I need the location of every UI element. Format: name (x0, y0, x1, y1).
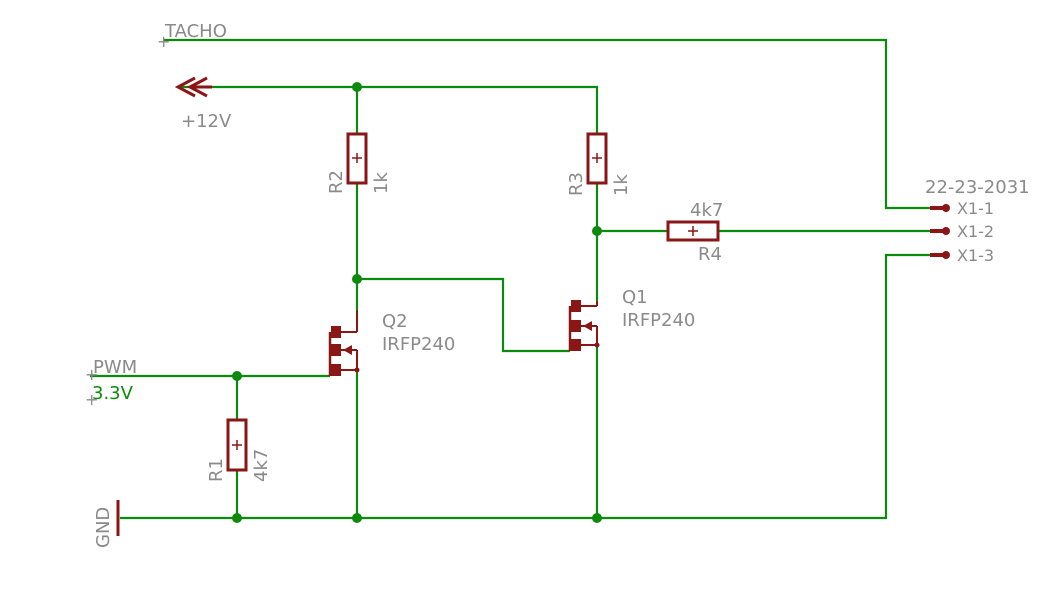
pwm-label: PWM (93, 357, 137, 378)
connector-x1 (930, 204, 950, 259)
connector-pin-1: X1-1 (957, 199, 994, 218)
junctions (232, 82, 602, 523)
junction-q2-drain (352, 274, 362, 284)
tacho-label: TACHO (164, 21, 227, 42)
junction-gnd-q2 (352, 513, 362, 523)
resistor-r4 (666, 220, 720, 242)
connector-pin-2: X1-2 (957, 222, 994, 241)
wires (90, 38, 930, 520)
pwm-level-origin-cross: + (85, 390, 98, 409)
r3-name: R3 (566, 172, 587, 196)
ground-label: GND (93, 507, 114, 548)
r2-name: R2 (326, 170, 347, 194)
junction-r2-top (352, 82, 362, 92)
r4-name: R4 (698, 244, 722, 265)
wire-tacho (163, 38, 930, 210)
junction-gnd-q1 (592, 513, 602, 523)
resistor-r2 (346, 132, 368, 185)
wire-q2-drain-to-q1-gate (357, 277, 570, 353)
pwm-level-label: 3.3V (92, 383, 134, 404)
mosfet-q1 (568, 300, 600, 351)
r4-value: 4k7 (690, 200, 723, 221)
r2-value: 1k (371, 172, 392, 194)
r1-value: 4k7 (251, 449, 272, 482)
resistor-r3 (586, 132, 608, 185)
junction-r4-node (592, 226, 602, 236)
mosfet-q2 (328, 310, 360, 376)
r3-value: 1k (611, 174, 632, 196)
resistor-r1 (226, 418, 248, 472)
q1-name: Q1 (622, 287, 648, 308)
tacho-origin-cross: + (157, 32, 170, 51)
connector-pin-3: X1-3 (957, 246, 994, 265)
wire-gnd-rail (120, 253, 930, 520)
junction-pwm-r1 (232, 371, 242, 381)
supply-12v-label: +12V (181, 111, 232, 132)
wire-12v-rail (180, 85, 599, 134)
r1-name: R1 (206, 458, 227, 482)
junction-gnd-r1 (232, 513, 242, 523)
connector-part-label: 22-23-2031 (925, 177, 1030, 198)
supply-12v-symbol (174, 76, 212, 98)
q2-name: Q2 (382, 311, 408, 332)
q2-value: IRFP240 (382, 334, 455, 355)
q1-value: IRFP240 (622, 310, 695, 331)
pwm-origin-cross: + (85, 365, 98, 384)
